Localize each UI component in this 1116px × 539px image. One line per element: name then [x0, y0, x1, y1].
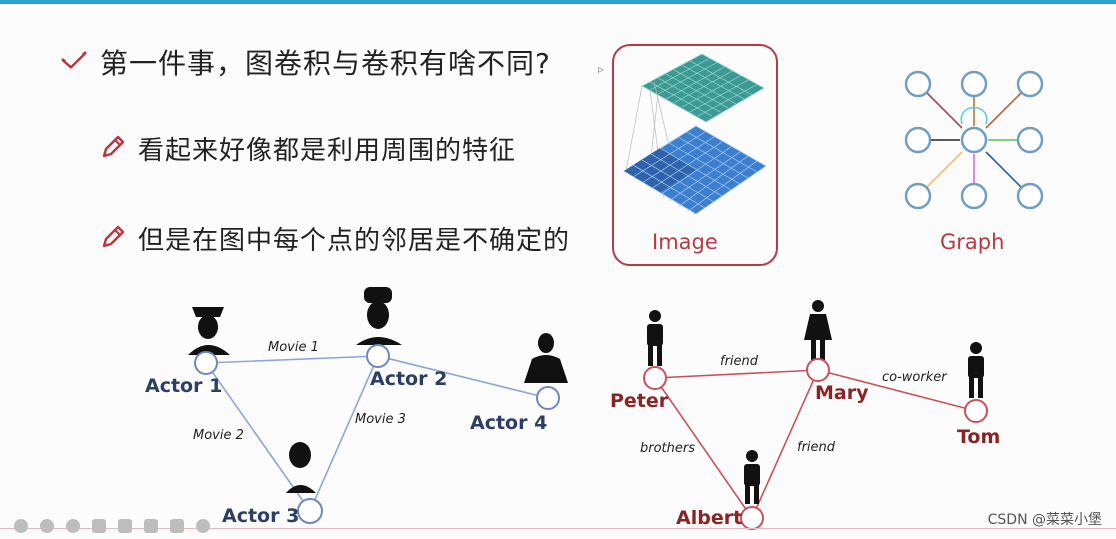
pencil-icon — [100, 224, 126, 254]
image-highlight-box — [612, 44, 778, 266]
graph-neighborhood-illustration — [904, 70, 1044, 210]
bullet-2: 看起来好像都是利用周围的特征 — [100, 130, 516, 167]
actor-2-label: Actor 2 — [370, 368, 448, 390]
tom-label: Tom — [957, 426, 1001, 448]
watermark: CSDN @菜菜小堡 — [987, 512, 1102, 528]
edge-label-friend-right: friend — [797, 440, 836, 455]
comment-icon[interactable] — [144, 519, 158, 533]
highlighter-icon[interactable] — [118, 519, 132, 533]
edge-label-movie-2: Movie 2 — [193, 428, 244, 443]
screen-icon[interactable] — [170, 519, 184, 533]
mouse-cursor-icon: ▹ — [598, 62, 605, 76]
bullet-1-text: 第一件事，图卷积与卷积有啥不同? — [100, 47, 551, 80]
pointer-tool-icon[interactable] — [92, 519, 106, 533]
albert-label: Albert — [676, 507, 743, 529]
pencil-icon — [100, 134, 126, 164]
edge-label-movie-1: Movie 1 — [268, 340, 319, 355]
bullet-3: 但是在图中每个点的邻居是不确定的 — [100, 220, 570, 257]
actor-1-label: Actor 1 — [145, 375, 223, 397]
image-caption: Image — [652, 230, 718, 254]
edge-label-friend-top: friend — [720, 354, 759, 369]
edge-label-co-worker: co-worker — [882, 370, 947, 385]
peter-label: Peter — [610, 390, 669, 412]
pen-tool-icon[interactable] — [66, 519, 80, 533]
edge-label-brothers: brothers — [640, 441, 696, 456]
image-grid-illustration — [623, 53, 767, 215]
slide-canvas — [0, 4, 1116, 539]
edge-label-movie-3: Movie 3 — [355, 412, 406, 427]
bullet-1: 第一件事，图卷积与卷积有啥不同? — [60, 42, 551, 82]
prev-slide-icon[interactable] — [14, 519, 28, 533]
next-slide-icon[interactable] — [40, 519, 54, 533]
top-accent-bar — [0, 0, 1116, 4]
actor-4-label: Actor 4 — [470, 412, 548, 434]
bullet-2-text: 看起来好像都是利用周围的特征 — [138, 136, 517, 166]
presentation-toolbar — [14, 519, 210, 533]
actor-graph — [188, 287, 568, 524]
check-icon — [60, 49, 88, 75]
actor-3-label: Actor 3 — [222, 505, 300, 527]
bullet-3-text: 但是在图中每个点的邻居是不确定的 — [138, 226, 571, 256]
more-options-icon[interactable] — [196, 519, 210, 533]
graph-caption: Graph — [940, 230, 1005, 254]
social-graph — [643, 300, 988, 530]
mary-label: Mary — [815, 382, 869, 404]
bottom-divider — [0, 528, 1116, 529]
